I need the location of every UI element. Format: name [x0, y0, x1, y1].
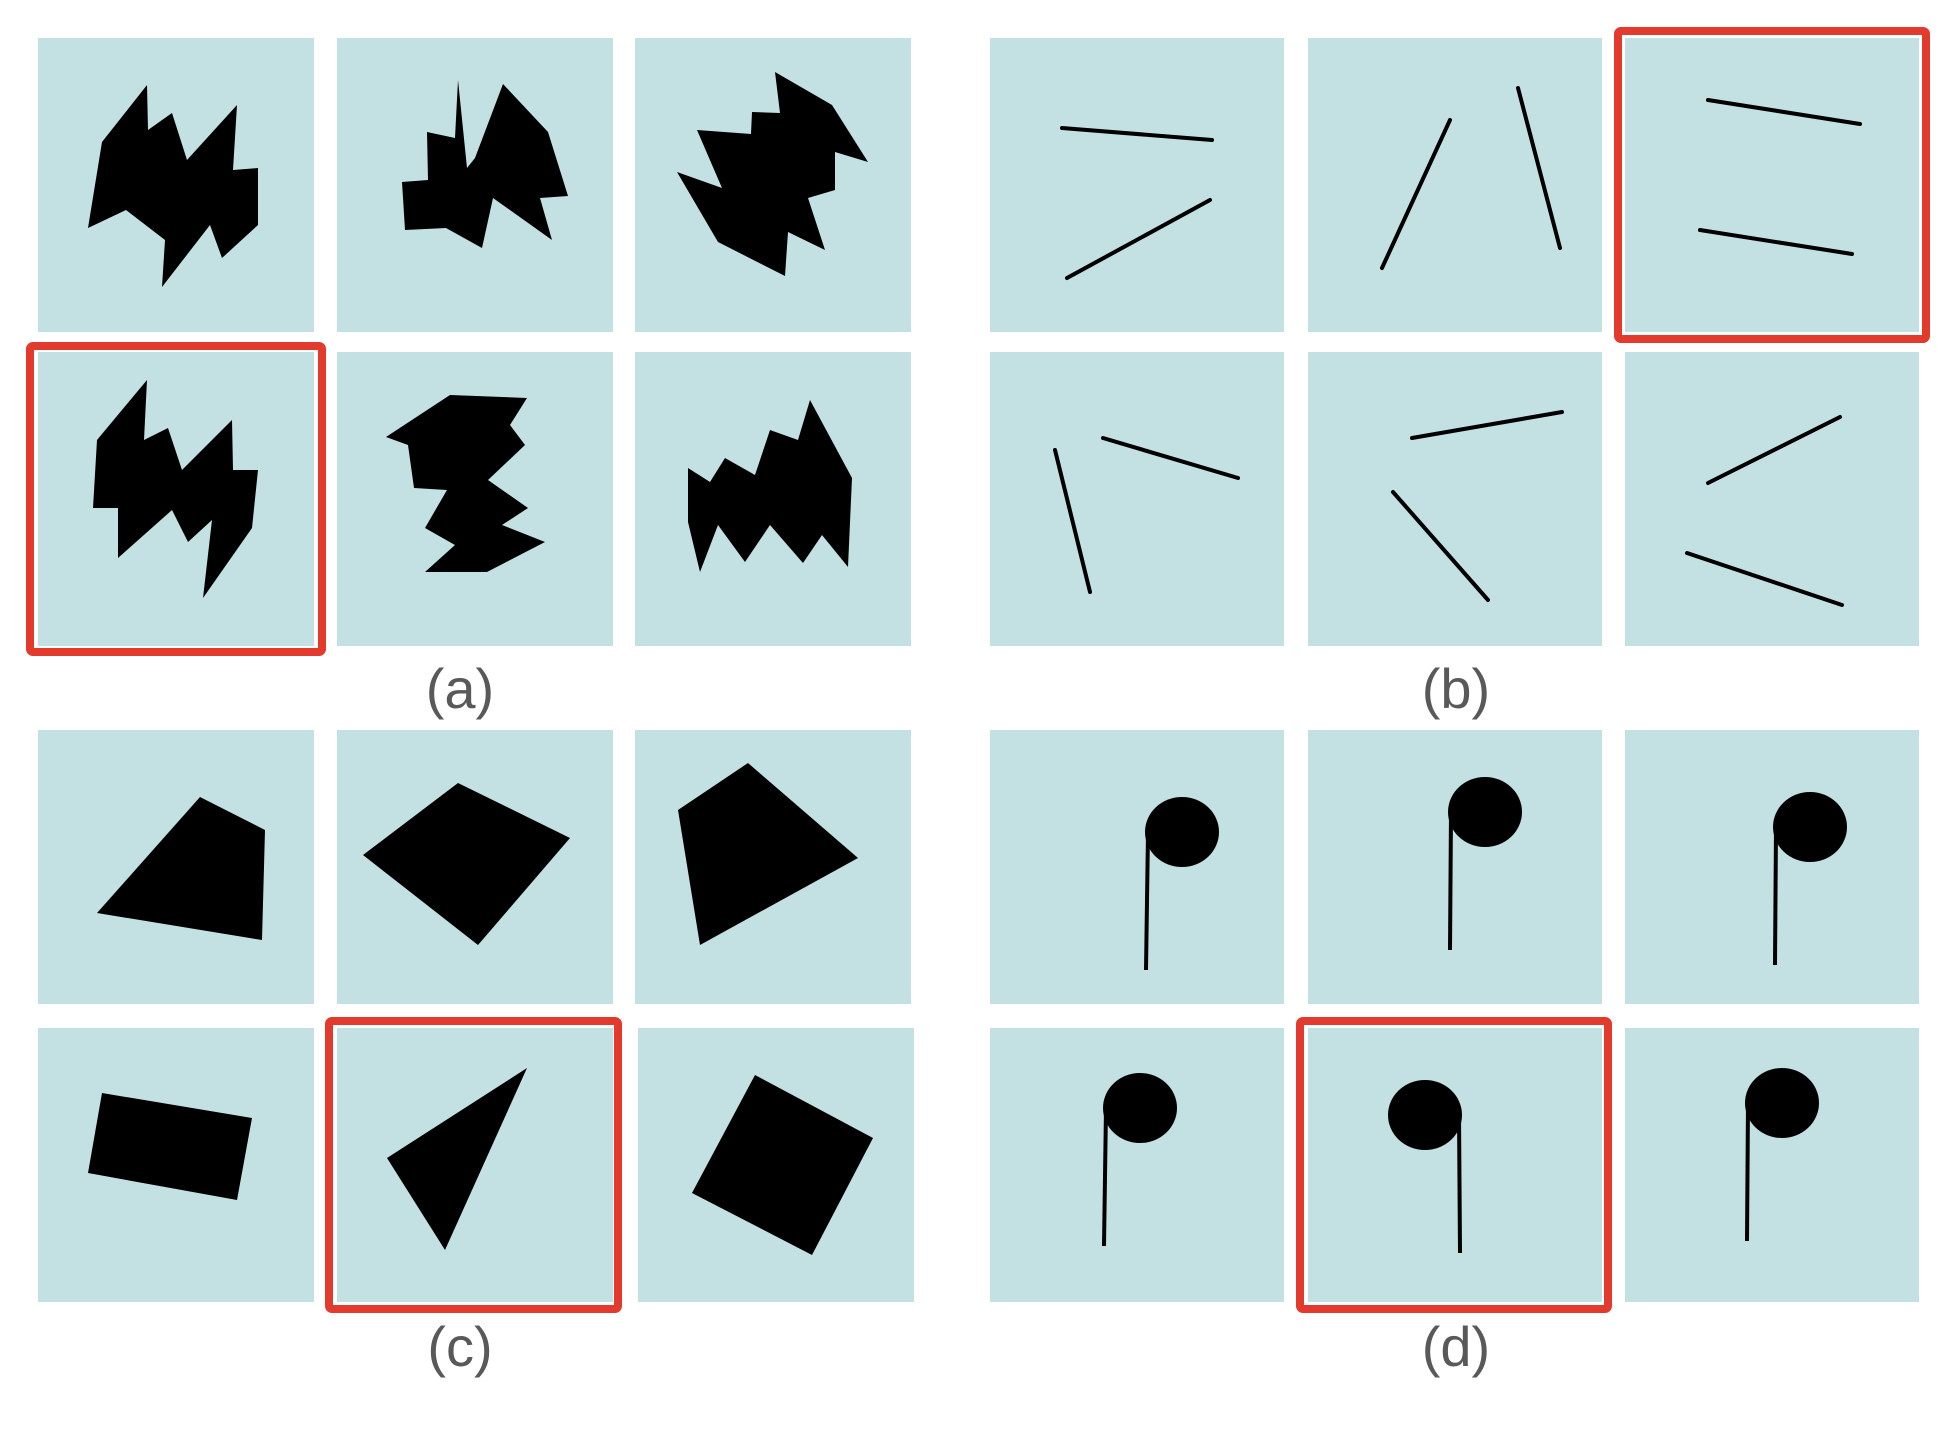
rhombus-shape-c-2: [363, 783, 570, 945]
panel-b-3: [1625, 38, 1919, 332]
caption-b: (b): [1422, 657, 1490, 720]
highlight-box-b: [1614, 27, 1930, 343]
note-glyph-d-3: [1773, 792, 1847, 966]
group-c: (c): [38, 730, 914, 1378]
line-b-4-left: [1053, 448, 1092, 594]
quad-shape-c-3: [678, 763, 858, 945]
zigzag-shape-a-1: [88, 85, 258, 287]
zigzag-shape-a-4: [93, 380, 258, 598]
square-shape-c-6: [692, 1075, 873, 1255]
caption-d: (d): [1422, 1315, 1490, 1378]
line-b-4-top: [1101, 436, 1240, 480]
zigzag-shape-a-6: [688, 400, 852, 572]
zigzag-shape-a-2: [402, 80, 568, 248]
note-glyph-d-1: [1144, 797, 1219, 971]
panel-b-5: [1308, 352, 1602, 646]
panel-b-2: [1308, 38, 1602, 332]
line-b-1-bottom: [1065, 198, 1212, 280]
line-b-3-top: [1706, 98, 1862, 126]
group-b: (b): [990, 27, 1930, 720]
caption-a: (a): [426, 657, 494, 720]
line-b-5-top: [1410, 410, 1564, 440]
triangle-shape-c-5: [387, 1068, 527, 1250]
panel-d-4: [990, 1028, 1284, 1302]
highlight-box-d: [1296, 1017, 1612, 1313]
group-d: (d): [990, 730, 1919, 1378]
note-glyph-d-4: [1102, 1073, 1177, 1247]
highlight-box-c: [325, 1017, 622, 1313]
quad-shape-c-1: [97, 797, 265, 940]
panel-d-2: [1308, 730, 1602, 1004]
panel-d-3: [1625, 730, 1919, 1004]
line-b-1-top: [1060, 126, 1214, 142]
zigzag-shape-a-3: [677, 72, 868, 276]
line-b-6-bottom: [1685, 551, 1844, 607]
panel-b-1: [990, 38, 1284, 332]
zigzag-shape-a-5: [386, 395, 545, 572]
panel-d-6: [1625, 1028, 1919, 1302]
line-b-6-top: [1706, 415, 1842, 485]
caption-c: (c): [427, 1315, 492, 1378]
line-b-3-bottom: [1698, 228, 1854, 256]
line-b-2-left: [1380, 118, 1452, 270]
panel-d-5: [1308, 1028, 1602, 1302]
group-a: (a): [26, 38, 911, 720]
line-b-2-right: [1516, 86, 1562, 250]
panel-b-6: [1625, 352, 1919, 646]
panel-b-4: [990, 352, 1284, 646]
note-glyph-d-6: [1745, 1068, 1819, 1242]
note-glyph-d-5: [1388, 1080, 1462, 1254]
note-glyph-d-2: [1448, 777, 1522, 951]
panel-d-1: [990, 730, 1284, 1004]
line-b-5-bottom: [1391, 490, 1490, 602]
rectangle-shape-c-4: [88, 1093, 252, 1200]
highlight-box-a: [26, 342, 326, 656]
